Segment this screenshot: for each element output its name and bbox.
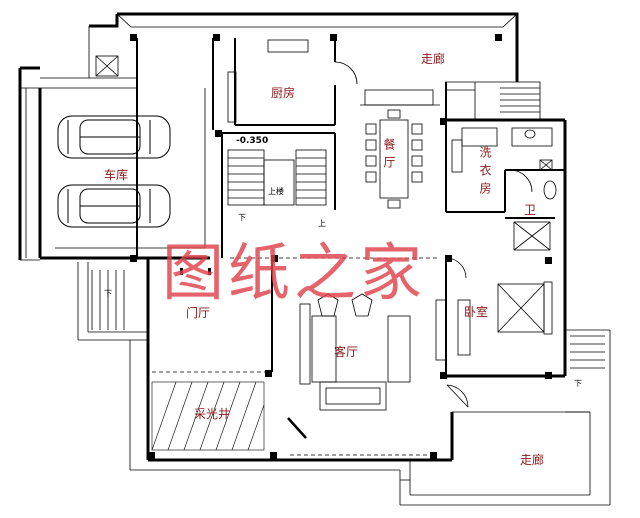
- corridor-down-annotation: 下: [574, 379, 582, 388]
- entry-door: [287, 417, 307, 439]
- room-label-foyer: 门厅: [186, 306, 211, 320]
- living-furniture: [299, 293, 411, 411]
- room-label-kitchen: 厨房: [271, 86, 296, 100]
- stairs: [91, 87, 605, 481]
- exterior-walls: [18, 12, 567, 462]
- level-annotation: -0.350: [236, 136, 269, 146]
- stair-up-annotation: 上楼: [268, 187, 284, 196]
- room-label-dining: 餐厅: [382, 138, 396, 174]
- bed: [497, 281, 553, 335]
- room-label-corridor-bottom: 走廊: [520, 453, 545, 467]
- columns: [130, 34, 552, 459]
- room-label-garage: 车库: [104, 168, 129, 182]
- lightwell-hatch: [151, 381, 265, 451]
- dining-table: [365, 109, 423, 209]
- dashed-lines: [152, 257, 440, 456]
- cars: [57, 115, 171, 228]
- stair-down-annotation: 下: [238, 213, 246, 222]
- room-label-bedroom: 卧室: [464, 305, 489, 319]
- stair-up-arrow-annotation: 上: [318, 219, 326, 228]
- room-label-bath: 卫: [524, 203, 537, 217]
- room-label-living: 客厅: [334, 345, 359, 359]
- room-label-lightwell: 采光井: [194, 407, 231, 421]
- room-label-laundry: 洗衣房: [478, 146, 492, 200]
- entry-down-annotation: 下: [104, 289, 112, 298]
- thin-lines: [20, 13, 611, 506]
- railing-posts: [180, 268, 211, 275]
- room-label-corridor-top: 走廊: [421, 52, 446, 66]
- watermark-text: 图纸之家: [162, 236, 427, 309]
